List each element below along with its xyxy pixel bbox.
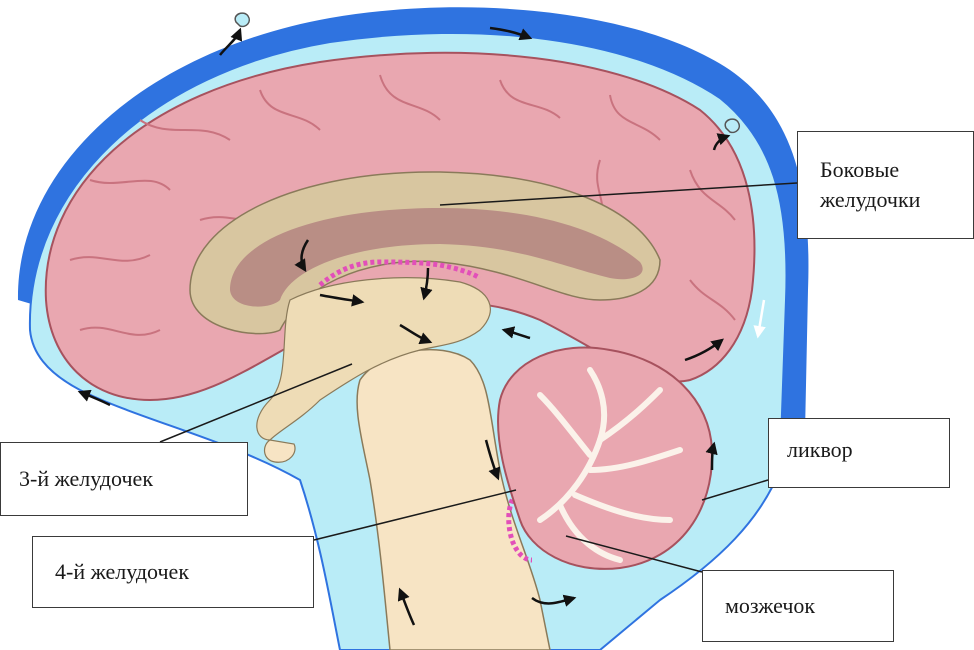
leader-fourth [313, 489, 517, 541]
choroid-plexus [318, 259, 482, 287]
label-csf-text: ликвор [787, 437, 853, 462]
label-lateral-ventricles-text: Боковые желудочки [820, 157, 921, 212]
label-third-ventricle-text: 3-й желудочек [19, 466, 154, 492]
leader-lateral [439, 182, 798, 206]
label-csf: ликвор [768, 418, 950, 488]
label-cerebellum-text: мозжечок [725, 593, 816, 619]
label-fourth-ventricle-text: 4-й желудочек [55, 559, 190, 585]
lateral-ventricle [230, 208, 643, 307]
label-fourth-ventricle: 4-й желудочек [32, 536, 314, 608]
label-lateral-ventricles: Боковые желудочки [797, 131, 974, 239]
arbor-vitae [537, 367, 683, 563]
csf-flow-arrows [77, 26, 731, 626]
leader-csf [701, 479, 769, 501]
leader-third [159, 363, 353, 443]
leader-lines [159, 182, 798, 573]
choroid-plexus-fourth [506, 486, 533, 563]
label-third-ventricle: 3-й желудочек [0, 442, 248, 516]
third-ventricle-region [256, 277, 491, 441]
label-cerebellum: мозжечок [702, 570, 894, 642]
leader-cerebellum [565, 535, 703, 573]
sinus-flow-arrows [259, 5, 766, 339]
arachnoid-granulations [234, 12, 741, 134]
pituitary [264, 439, 296, 463]
